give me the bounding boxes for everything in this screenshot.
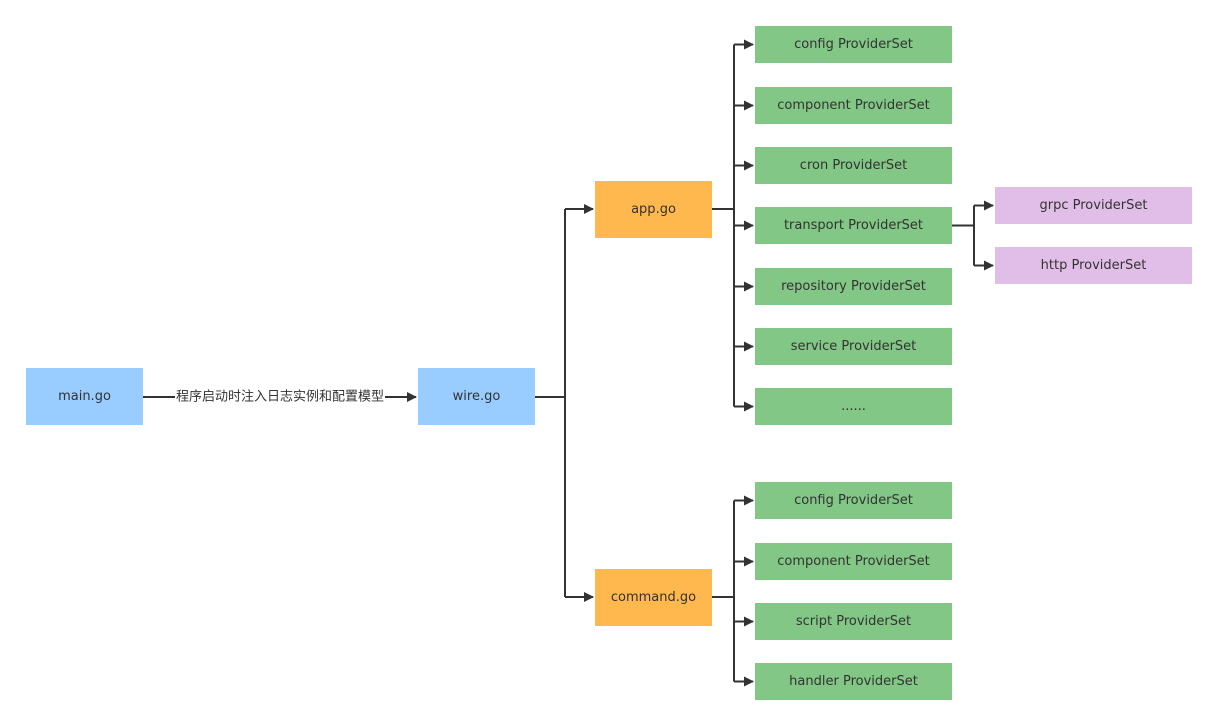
node-main-label: main.go <box>58 389 111 404</box>
transport-child-box <box>995 247 1192 284</box>
app-child-label: cron ProviderSet <box>800 158 907 173</box>
transport-child-grpc-providerset[interactable]: grpc ProviderSet <box>995 187 1192 224</box>
app-child-box <box>755 87 952 124</box>
app-child-config-providerset[interactable]: config ProviderSet <box>755 26 952 63</box>
command-child-box <box>755 663 952 700</box>
node-app-label: app.go <box>631 202 676 217</box>
command-child-handler-providerset[interactable]: handler ProviderSet <box>755 663 952 700</box>
connectors <box>143 39 994 687</box>
node-wire[interactable]: wire.go <box>418 368 535 425</box>
command-children: config ProviderSet component ProviderSet s… <box>755 482 952 700</box>
node-main[interactable]: main.go <box>26 368 143 425</box>
app-child-label: repository ProviderSet <box>781 279 926 294</box>
command-child-component-providerset[interactable]: component ProviderSet <box>755 543 952 580</box>
transport-child-box <box>995 187 1192 224</box>
edge-label-background <box>175 387 385 407</box>
app-child-label: config ProviderSet <box>794 37 913 52</box>
node-command-label: command.go <box>611 590 696 605</box>
app-child-label: transport ProviderSet <box>784 218 923 233</box>
command-child-label: script ProviderSet <box>796 614 911 629</box>
command-child-label: handler ProviderSet <box>789 674 918 689</box>
app-child-service-providerset[interactable]: service ProviderSet <box>755 328 952 365</box>
app-child-ellipsis[interactable]: ...... <box>755 388 952 425</box>
command-child-box <box>755 543 952 580</box>
app-child-component-providerset[interactable]: component ProviderSet <box>755 87 952 124</box>
transport-child-label: grpc ProviderSet <box>1040 198 1148 213</box>
app-child-label: component ProviderSet <box>777 98 930 113</box>
app-child-box <box>755 268 952 305</box>
app-child-label: ...... <box>841 399 866 414</box>
app-children: config ProviderSet component ProviderSet c… <box>755 26 952 425</box>
app-child-box <box>755 147 952 184</box>
app-child-box <box>755 328 952 365</box>
node-app[interactable]: app.go <box>595 181 712 238</box>
app-child-transport-providerset[interactable]: transport ProviderSet <box>755 207 952 244</box>
node-wire-box <box>418 368 535 425</box>
command-child-label: component ProviderSet <box>777 554 930 569</box>
app-child-cron-providerset[interactable]: cron ProviderSet <box>755 147 952 184</box>
command-child-box <box>755 482 952 519</box>
transport-child-http-providerset[interactable]: http ProviderSet <box>995 247 1192 284</box>
command-child-box <box>755 603 952 640</box>
node-wire-label: wire.go <box>453 389 501 404</box>
main-edge-label: 程序启动时注入日志实例和配置模型 <box>176 390 384 405</box>
node-main-box <box>26 368 143 425</box>
transport-child-label: http ProviderSet <box>1041 258 1147 273</box>
app-child-label: service ProviderSet <box>791 339 917 354</box>
command-child-config-providerset[interactable]: config ProviderSet <box>755 482 952 519</box>
node-command[interactable]: command.go <box>595 569 712 626</box>
app-child-box <box>755 26 952 63</box>
node-command-box <box>595 569 712 626</box>
command-child-script-providerset[interactable]: script ProviderSet <box>755 603 952 640</box>
transport-children: grpc ProviderSet http ProviderSet <box>995 187 1192 284</box>
command-child-label: config ProviderSet <box>794 493 913 508</box>
app-child-box <box>755 388 952 425</box>
node-app-box <box>595 181 712 238</box>
app-child-repository-providerset[interactable]: repository ProviderSet <box>755 268 952 305</box>
app-child-box <box>755 207 952 244</box>
